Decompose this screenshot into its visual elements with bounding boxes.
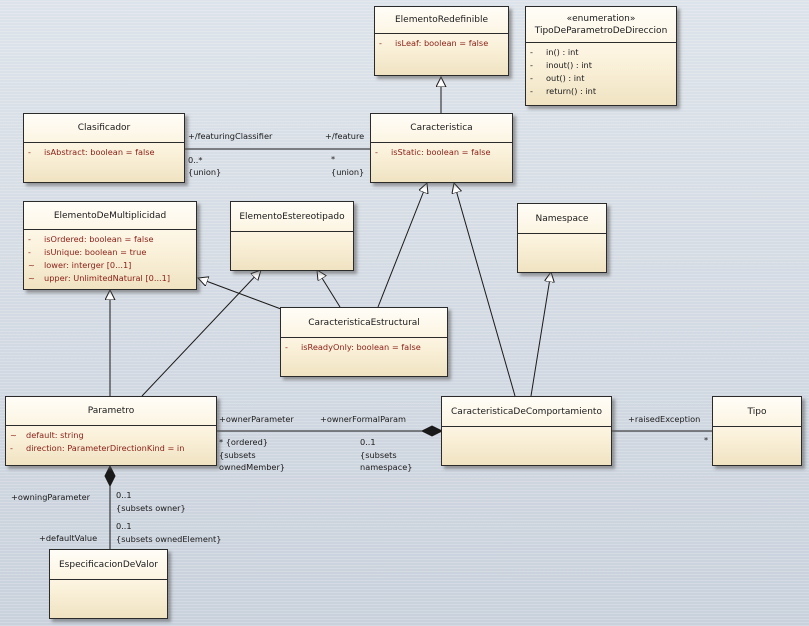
class-name: EspecificacionDeValor: [58, 559, 158, 570]
constraint-feature: {union}: [331, 167, 365, 177]
multiplicity-feature: *: [331, 154, 336, 164]
generalization-parametro-estereotipado: [141, 270, 261, 397]
generalization-comportamiento-caracteristica: [454, 183, 516, 397]
class-attributes: -isStatic: boolean = false: [371, 143, 512, 162]
generalization-comportamiento-namespace: [530, 272, 551, 397]
multiplicity-raised-exception: *: [704, 435, 709, 445]
role-owner-formal-param: +ownerFormalParam: [320, 414, 407, 424]
attribute: -isLeaf: boolean = false: [379, 38, 489, 48]
attribute: -isAbstract: boolean = false: [28, 147, 155, 157]
class-header: Clasificador: [24, 114, 184, 143]
literal: -in() : int: [530, 47, 579, 57]
class-name: Clasificador: [77, 123, 131, 133]
class-header: Caracteristica: [371, 114, 512, 143]
class-name: ElementoRedefinible: [394, 15, 489, 25]
class-attributes: -isReadyOnly: boolean = false: [281, 338, 447, 357]
multiplicity-owner-formal-param: 0..1: [360, 437, 376, 447]
attribute: ~lower: interger [0...1]: [28, 260, 132, 270]
role-owning-parameter: +owningParameter: [11, 492, 91, 502]
constraint-owner-formal-param-namespace: namespace}: [360, 462, 413, 472]
generalization-estructural-caracteristica: [377, 183, 427, 308]
constraint-featuring-classifier: {union}: [188, 167, 222, 177]
literal: -return() : int: [530, 86, 597, 96]
multiplicity-default-value: 0..1: [116, 521, 132, 531]
attribute: -isUnique: boolean = true: [28, 247, 147, 257]
class-elemento-estereotipado[interactable]: ElementoEstereotipado: [230, 201, 354, 271]
class-attributes: -isOrdered: boolean = false -isUnique: b…: [24, 230, 196, 288]
role-owner-parameter: +ownerParameter: [219, 414, 294, 424]
role-featuring-classifier: +/featuringClassifier: [188, 131, 273, 141]
constraint-owner-parameter-subsets: {subsets: [219, 450, 256, 460]
class-namespace[interactable]: Namespace: [517, 203, 607, 273]
class-tipo[interactable]: Tipo: [712, 396, 802, 466]
multiplicity-owner-parameter: * {ordered}: [219, 437, 269, 447]
multiplicity-featuring-classifier: 0..*: [188, 155, 203, 165]
class-header: ElementoDeMultiplicidad: [24, 202, 196, 230]
enum-tipo-parametro-direccion[interactable]: «enumeration» TipoDeParametroDeDireccion…: [525, 6, 677, 106]
stereotype: «enumeration»: [566, 13, 636, 24]
class-name: TipoDeParametroDeDireccion: [534, 25, 668, 36]
class-elemento-redefinible[interactable]: ElementoRedefinible -isLeaf: boolean = f…: [374, 6, 509, 76]
class-header: ElementoRedefinible: [375, 7, 508, 34]
class-clasificador[interactable]: Clasificador -isAbstract: boolean = fals…: [23, 113, 185, 183]
class-caracteristica[interactable]: Caracteristica -isStatic: boolean = fals…: [370, 113, 513, 183]
class-name: CaracteristicaEstructural: [308, 317, 420, 328]
class-header: EspecificacionDeValor: [50, 550, 167, 580]
class-name: Parametro: [87, 406, 135, 416]
class-caracteristica-estructural[interactable]: CaracteristicaEstructural -isReadyOnly: …: [280, 307, 448, 377]
class-header: ElementoEstereotipado: [231, 202, 353, 232]
class-name: Tipo: [747, 406, 767, 417]
multiplicity-owning-parameter: 0..1: [116, 490, 132, 500]
role-default-value: +defaultValue: [39, 533, 98, 543]
class-attributes: -isLeaf: boolean = false: [375, 34, 508, 53]
class-header: Parametro: [6, 397, 216, 426]
literal: -inout() : int: [530, 60, 592, 70]
generalization-estructural-multiplicidad: [198, 278, 282, 310]
role-feature: +/feature: [325, 131, 365, 141]
constraint-owner-parameter-member: ownedMember}: [219, 462, 286, 472]
class-name: Caracteristica: [410, 123, 473, 133]
class-header: «enumeration» TipoDeParametroDeDireccion: [526, 7, 676, 43]
class-name: CaracteristicaDeComportamiento: [451, 406, 602, 417]
attribute: -direction: ParameterDirectionKind = in: [10, 443, 185, 453]
class-name: Namespace: [535, 213, 589, 224]
class-name: ElementoDeMultiplicidad: [53, 210, 167, 221]
composition-diamond-comportamiento: [420, 425, 444, 437]
class-attributes: ~default: string -direction: ParameterDi…: [6, 426, 216, 458]
enum-literals: -in() : int -inout() : int -out() : int …: [526, 43, 676, 101]
attribute: -isReadyOnly: boolean = false: [285, 342, 421, 352]
attribute: ~upper: UnlimitedNatural [0...1]: [28, 273, 171, 283]
constraint-owner-formal-param-subsets: {subsets: [360, 450, 397, 460]
attribute: ~default: string: [10, 430, 84, 440]
constraint-default-value: {subsets ownedElement}: [116, 534, 222, 544]
class-header: CaracteristicaDeComportamiento: [442, 397, 611, 427]
literal: -out() : int: [530, 73, 585, 83]
attribute: -isStatic: boolean = false: [375, 147, 491, 157]
class-parametro[interactable]: Parametro ~default: string -direction: P…: [5, 396, 217, 466]
constraint-owning-parameter: {subsets owner}: [116, 503, 186, 513]
role-raised-exception: +raisedException: [628, 414, 701, 424]
generalization-estructural-estereotipado: [317, 270, 341, 308]
composition-diamond-parametro: [104, 464, 116, 488]
class-elemento-multiplicidad[interactable]: ElementoDeMultiplicidad -isOrdered: bool…: [23, 201, 197, 290]
class-header: CaracteristicaEstructural: [281, 308, 447, 338]
attribute: -isOrdered: boolean = false: [28, 234, 154, 244]
class-attributes: -isAbstract: boolean = false: [24, 143, 184, 162]
class-name: ElementoEstereotipado: [239, 211, 345, 222]
class-especificacion-valor[interactable]: EspecificacionDeValor: [49, 549, 168, 619]
class-caracteristica-comportamiento[interactable]: CaracteristicaDeComportamiento: [441, 396, 612, 466]
class-header: Tipo: [713, 397, 801, 427]
class-header: Namespace: [518, 204, 606, 234]
